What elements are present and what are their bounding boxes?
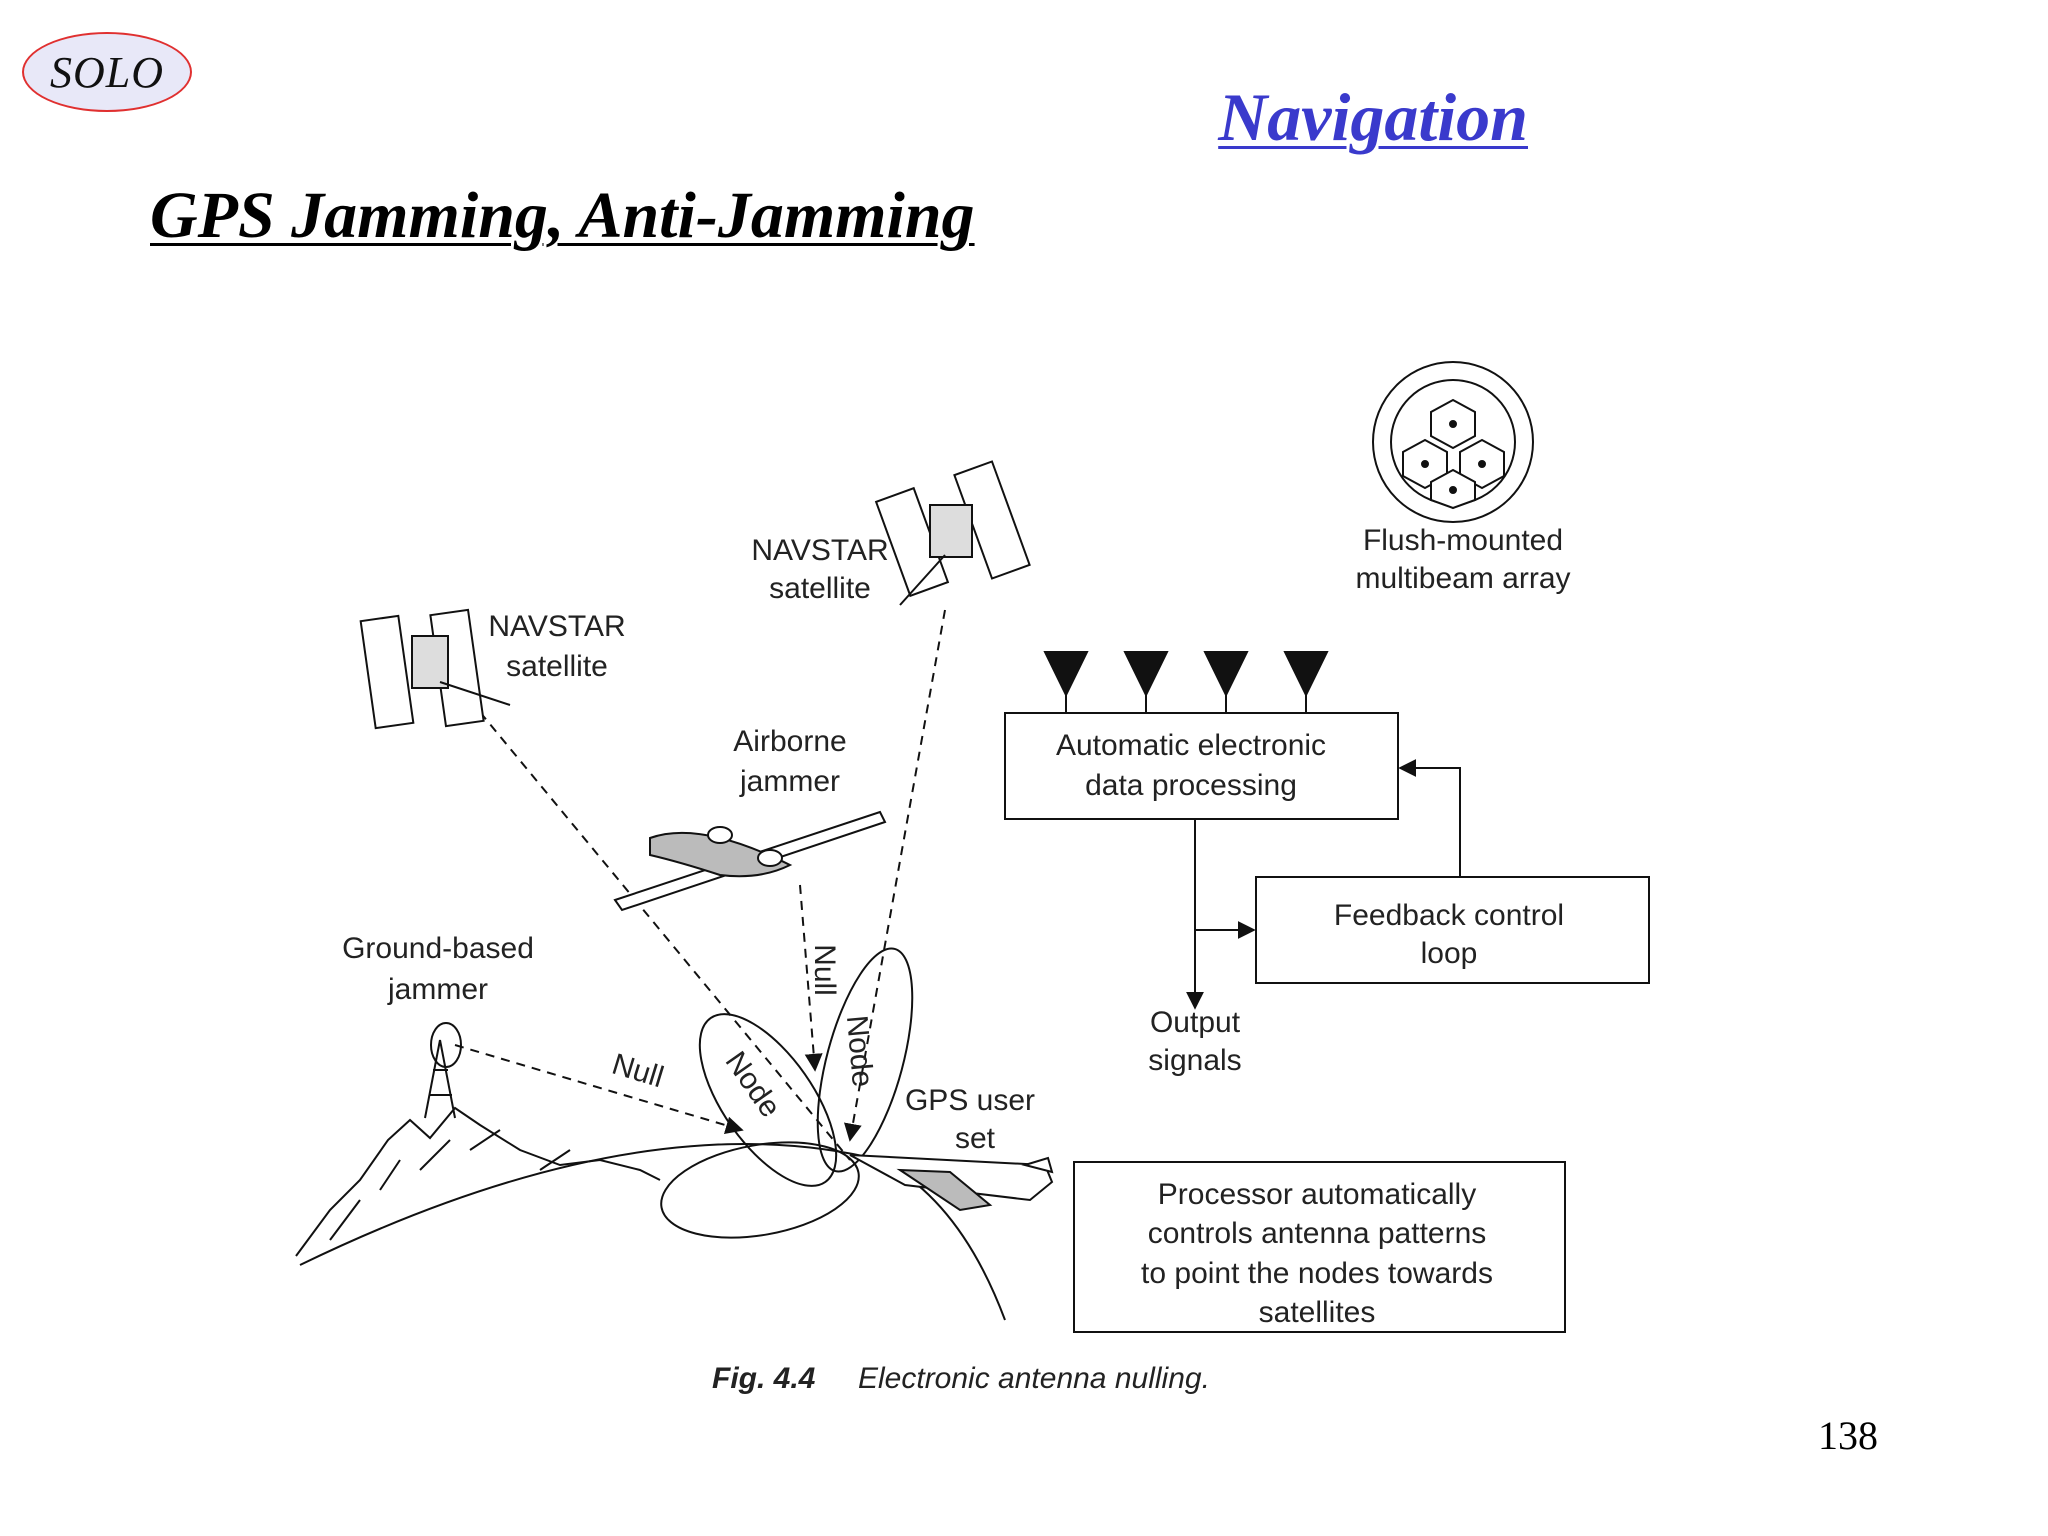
label-output-signals-1: Output bbox=[1150, 1006, 1241, 1039]
label-gps-user-1: GPS user bbox=[905, 1084, 1035, 1117]
label-node-left: Node bbox=[719, 1046, 787, 1124]
processing-box-line-1: Automatic electronic bbox=[1056, 729, 1326, 762]
feedback-box-line-1: Feedback control bbox=[1334, 899, 1564, 932]
processor-note-line-2: controls antenna patterns bbox=[1148, 1217, 1487, 1250]
label-null-ground: Null bbox=[608, 1048, 667, 1095]
slide-title-row: Navigation bbox=[0, 78, 2048, 157]
label-node-right: Node bbox=[840, 1014, 879, 1088]
feedback-box-line-2: loop bbox=[1421, 937, 1478, 970]
processor-note-box bbox=[1073, 1161, 1566, 1333]
slide-subtitle: GPS Jamming, Anti-Jamming bbox=[150, 179, 975, 252]
antenna-element-icons bbox=[1043, 651, 1329, 713]
earth-surface bbox=[295, 1106, 1006, 1321]
processor-note-line-3: to point the nodes towards bbox=[1141, 1257, 1493, 1290]
label-gps-user-2: set bbox=[955, 1122, 996, 1155]
flush-mounted-array-icon bbox=[1372, 361, 1534, 523]
label-airborne-jammer-1: Airborne bbox=[733, 725, 846, 758]
navstar-satellite-right-icon bbox=[874, 460, 1031, 606]
figure-caption-text: Electronic antenna nulling. bbox=[858, 1362, 1210, 1395]
ground-jammer-icon bbox=[424, 1022, 462, 1119]
label-navstar-left-2: satellite bbox=[506, 650, 608, 683]
gps-user-aircraft-icon bbox=[849, 1154, 1054, 1212]
figure-caption-number: Fig. 4.4 bbox=[712, 1362, 816, 1395]
processor-note-line-1: Processor automatically bbox=[1158, 1178, 1476, 1211]
label-ground-jammer-1: Ground-based bbox=[342, 932, 534, 965]
label-navstar-right-1: NAVSTAR bbox=[751, 534, 888, 567]
slide-title[interactable]: Navigation bbox=[1218, 79, 1528, 155]
processor-note-line-4: satellites bbox=[1259, 1296, 1376, 1329]
label-flush-array-1: Flush-mounted bbox=[1363, 524, 1563, 557]
airborne-jammer-icon bbox=[613, 810, 887, 912]
solo-badge-text: SOLO bbox=[49, 47, 165, 97]
antenna-lobes bbox=[660, 947, 914, 1239]
page-number: 138 bbox=[1818, 1413, 1878, 1458]
navstar-satellite-left-icon bbox=[359, 608, 511, 730]
label-ground-jammer-2: jammer bbox=[387, 973, 488, 1006]
flow-arrows bbox=[1186, 759, 1461, 1010]
label-null-airborne: Null bbox=[808, 944, 841, 996]
signal-paths bbox=[454, 609, 946, 1161]
label-output-signals-2: signals bbox=[1148, 1044, 1241, 1077]
processing-box-line-2: data processing bbox=[1085, 769, 1297, 802]
label-navstar-left-1: NAVSTAR bbox=[488, 610, 625, 643]
label-flush-array-2: multibeam array bbox=[1355, 562, 1570, 595]
solo-badge: SOLO bbox=[22, 32, 192, 112]
processing-box bbox=[1004, 712, 1399, 820]
feedback-box bbox=[1255, 876, 1650, 984]
label-navstar-right-2: satellite bbox=[769, 572, 871, 605]
label-airborne-jammer-2: jammer bbox=[739, 765, 840, 798]
